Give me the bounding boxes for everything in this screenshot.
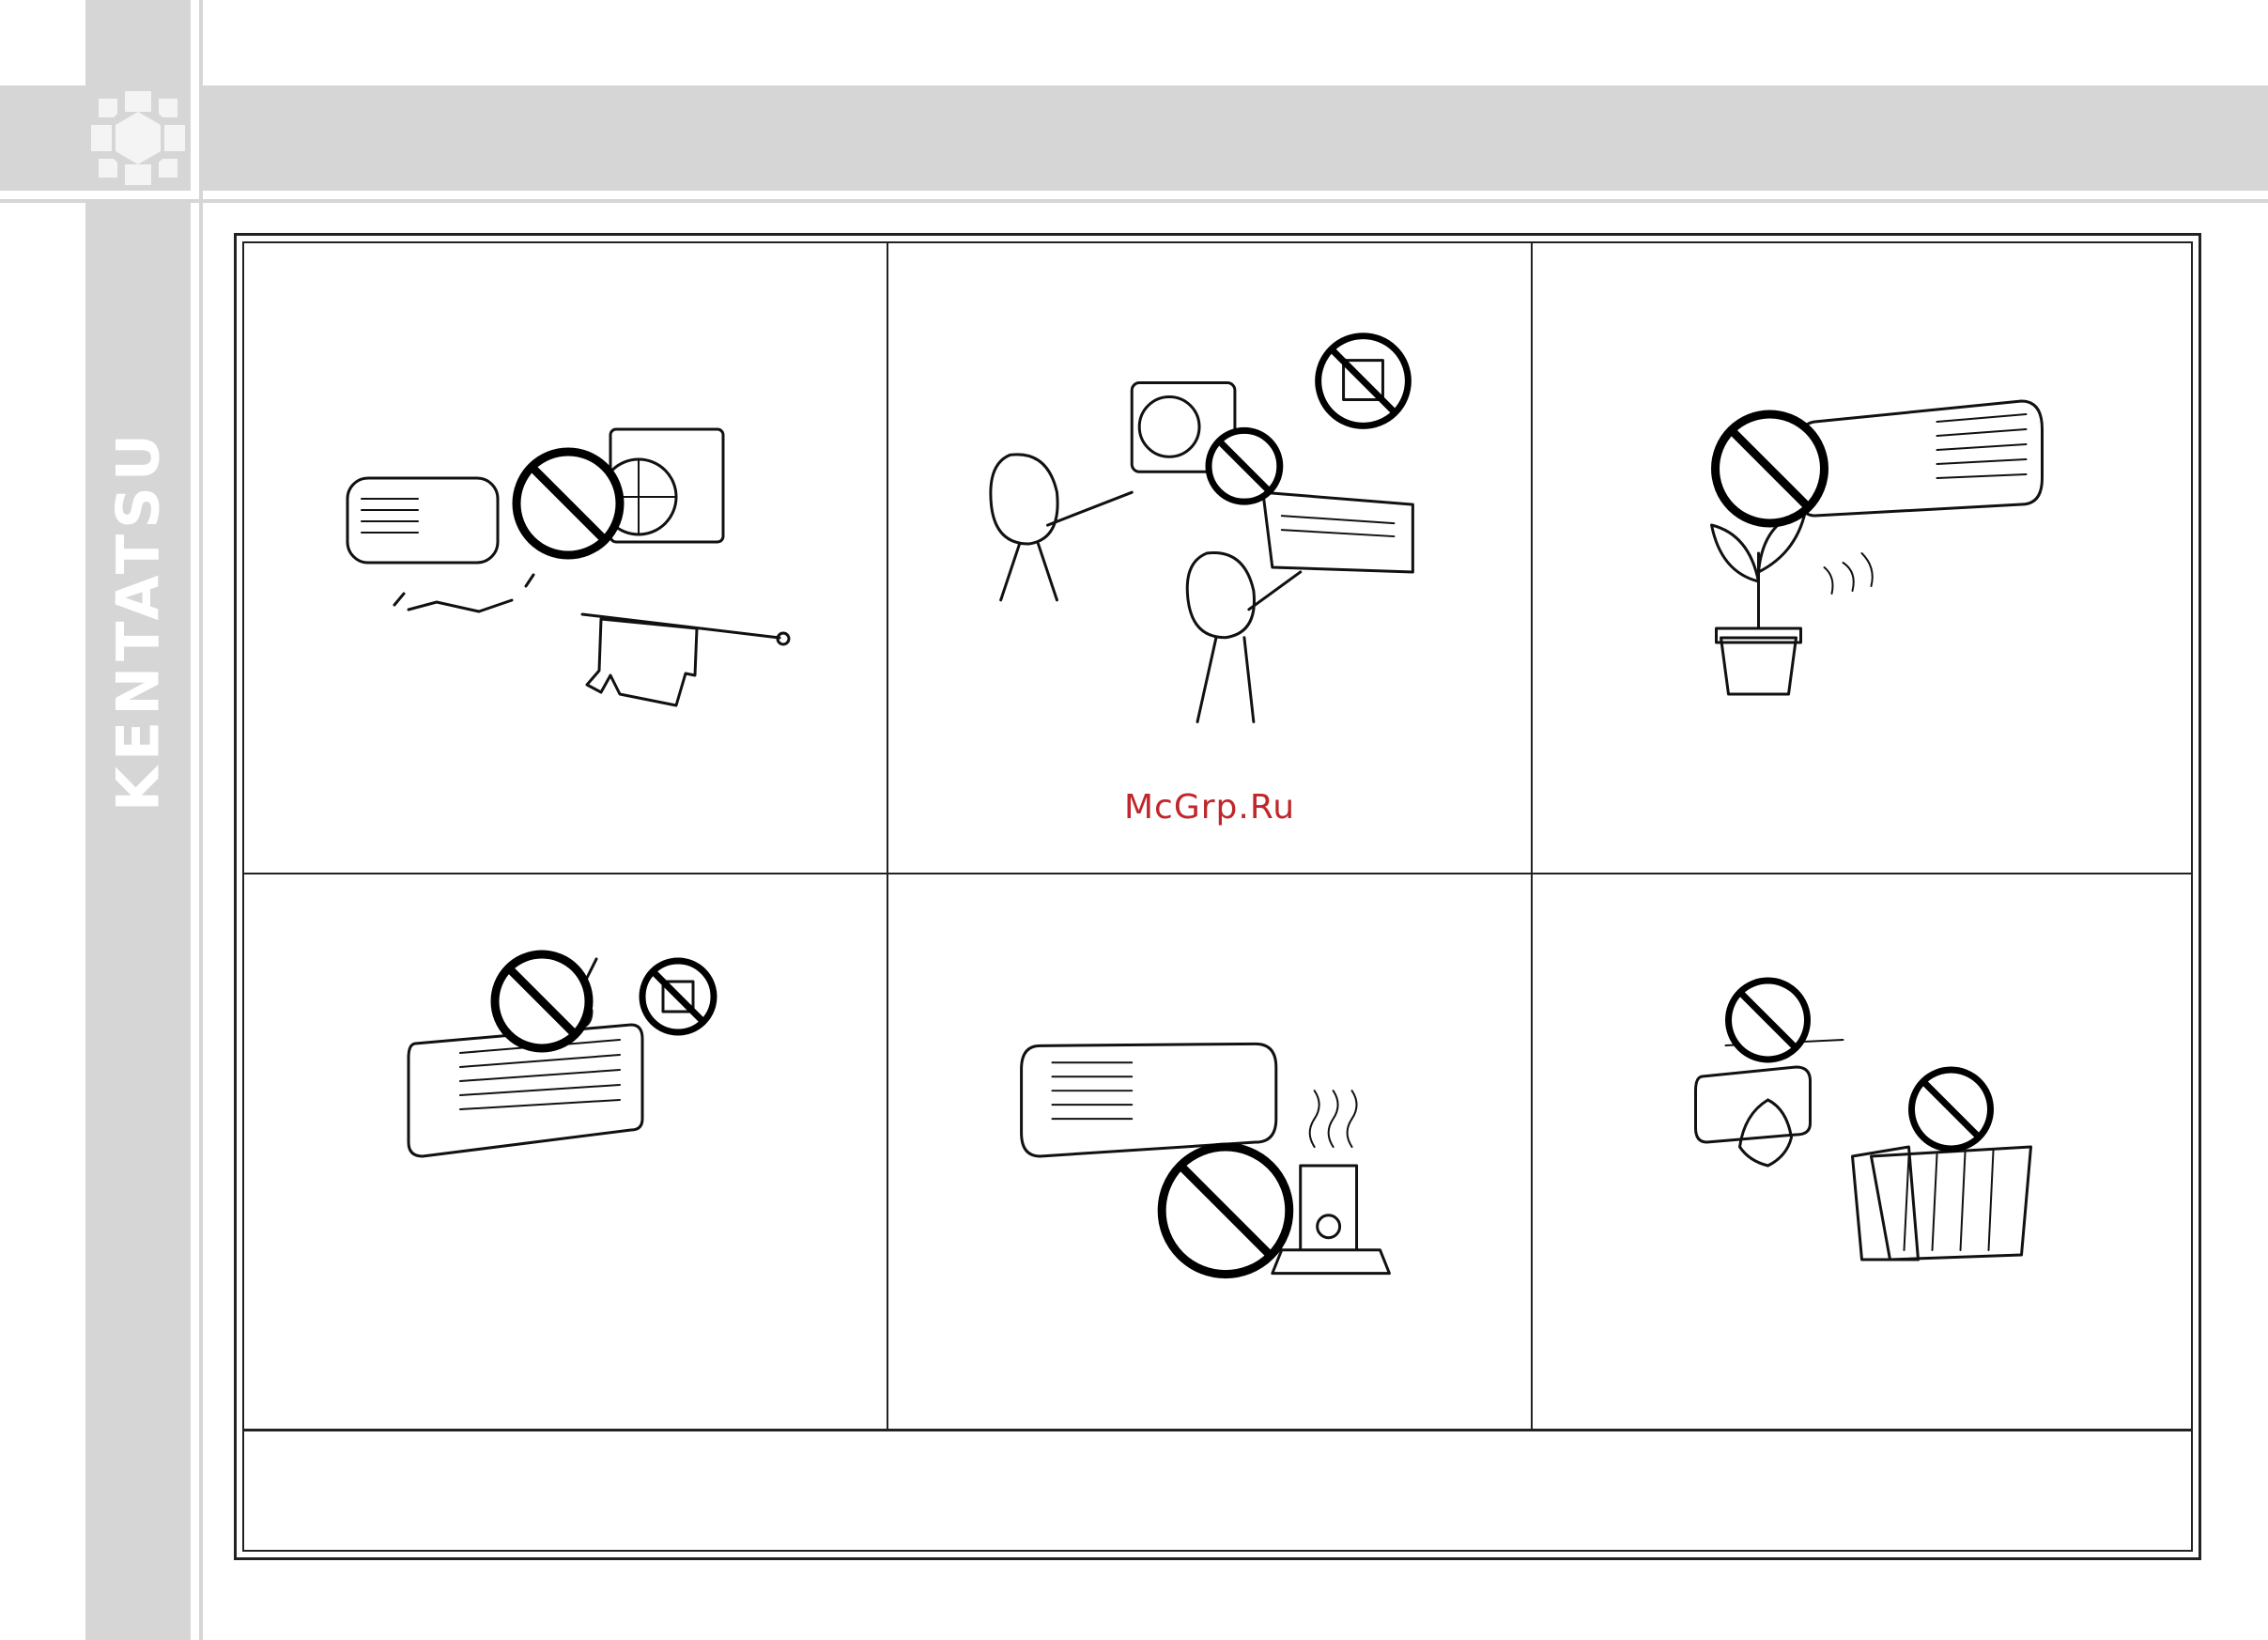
warning-illustration-table: McGrp.Ru xyxy=(234,233,2201,1560)
illustration-no-drying-clothes xyxy=(244,243,887,873)
blocked-outlets-illustration xyxy=(1533,874,2191,1429)
brand-logo-icon xyxy=(85,85,191,191)
water-spray-illustration xyxy=(888,243,1531,873)
side-bar xyxy=(85,0,191,1640)
band-gap xyxy=(85,191,191,199)
illustration-no-blocking-air-outlets xyxy=(1531,874,2191,1429)
brand-name: KENTATSU xyxy=(104,428,173,812)
table-row xyxy=(244,874,2191,1431)
illustration-no-water-spray-cleaning: McGrp.Ru xyxy=(887,243,1531,873)
band-gap xyxy=(191,85,199,191)
airflow-plant-illustration xyxy=(1533,243,2191,873)
illustration-no-direct-airflow-on-plants xyxy=(1531,243,2191,873)
heater-near-unit-illustration xyxy=(888,874,1531,1429)
illustration-no-objects-on-indoor-unit xyxy=(244,874,887,1429)
table-row: McGrp.Ru xyxy=(244,243,2191,874)
illustration-no-heater-near-unit xyxy=(887,874,1531,1429)
objects-on-unit-illustration xyxy=(244,874,887,1429)
drying-clothes-illustration xyxy=(244,243,887,873)
header-band xyxy=(0,85,2268,191)
header-line xyxy=(0,199,2268,203)
side-line xyxy=(199,0,203,1640)
watermark: McGrp.Ru xyxy=(1124,788,1295,827)
table-inner: McGrp.Ru xyxy=(242,241,2193,1552)
caption-row-empty xyxy=(244,1431,2191,1550)
